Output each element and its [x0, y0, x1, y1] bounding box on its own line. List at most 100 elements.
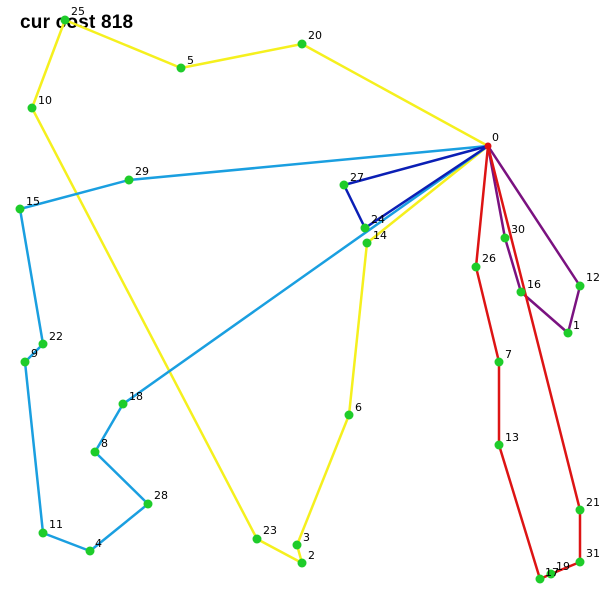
node-label-31: 31 [586, 547, 600, 560]
route-0-edge-6-14 [347, 241, 369, 417]
node-label-14: 14 [373, 229, 387, 242]
route-1-edge-29-15 [18, 178, 131, 211]
route-2-edge-27-24 [342, 183, 367, 230]
city-node-28 [143, 499, 153, 509]
city-node-12 [575, 281, 585, 291]
route-0-edge-20-5 [179, 42, 304, 70]
node-label-29: 29 [135, 165, 149, 178]
city-node-10 [27, 103, 37, 113]
city-node-4 [85, 546, 95, 556]
node-label-2: 2 [308, 549, 315, 562]
city-node-14 [362, 238, 372, 248]
route-1-edge-15-22 [18, 207, 45, 346]
node-label-6: 6 [355, 401, 362, 414]
node-label-12: 12 [586, 271, 600, 284]
city-node-1 [563, 328, 573, 338]
node-label-8: 8 [101, 437, 108, 450]
city-node-18 [118, 399, 128, 409]
route-4-edge-0-26 [474, 144, 490, 269]
city-node-31 [575, 557, 585, 567]
route-1-edge-18-0 [121, 144, 490, 406]
city-node-17 [535, 574, 545, 584]
node-label-3: 3 [303, 531, 310, 544]
route-0-edge-0-20 [300, 42, 490, 148]
node-label-19: 19 [556, 560, 570, 573]
route-4-edge-13-17 [497, 443, 542, 581]
route-4-edge-26-7 [474, 265, 501, 364]
node-label-18: 18 [129, 390, 143, 403]
route-3-edge-16-1 [519, 290, 570, 335]
node-label-30: 30 [511, 223, 525, 236]
city-node-7 [494, 357, 504, 367]
route-3-edge-12-0 [486, 144, 582, 288]
route-1-edge-28-8 [93, 450, 150, 506]
city-node-2 [297, 558, 307, 568]
route-4-edge-19-31 [549, 560, 582, 576]
cost-title: cur cost 818 [20, 12, 134, 33]
route-0-edge-23-2 [255, 537, 304, 565]
city-node-29 [124, 175, 134, 185]
node-label-0: 0 [492, 131, 499, 144]
nodes-layer [15, 15, 585, 584]
route-2-edge-24-0 [363, 144, 490, 230]
routes-layer [18, 18, 582, 581]
route-0-edge-10-23 [30, 106, 259, 541]
depot-node [484, 142, 492, 150]
route-4-edge-21-0 [486, 144, 582, 512]
node-label-13: 13 [505, 431, 519, 444]
node-label-16: 16 [527, 278, 541, 291]
route-0-edge-14-0 [365, 144, 490, 245]
city-node-22 [38, 339, 48, 349]
city-node-13 [494, 440, 504, 450]
node-label-25: 25 [71, 5, 85, 18]
node-label-10: 10 [38, 94, 52, 107]
labels-layer: 0123456789101112131415161718192021222324… [26, 5, 600, 579]
city-node-16 [516, 287, 526, 297]
city-node-15 [15, 204, 25, 214]
route-1-edge-8-18 [93, 402, 125, 454]
node-label-28: 28 [154, 489, 168, 502]
node-label-1: 1 [573, 319, 580, 332]
route-0-edge-5-25 [63, 18, 183, 70]
node-label-4: 4 [95, 537, 102, 550]
city-node-19 [546, 569, 556, 579]
city-node-11 [38, 528, 48, 538]
city-node-27 [339, 180, 349, 190]
city-node-30 [500, 233, 510, 243]
city-node-20 [297, 39, 307, 49]
route-1-edge-4-28 [88, 502, 150, 553]
city-node-5 [176, 63, 186, 73]
route-1-edge-11-4 [41, 531, 92, 553]
city-node-25 [60, 15, 70, 25]
route-2-edge-0-27 [342, 144, 490, 187]
node-label-9: 9 [31, 347, 38, 360]
node-label-24: 24 [371, 213, 385, 226]
route-1-edge-9-11 [23, 360, 45, 535]
route-0-edge-25-10 [30, 18, 67, 110]
node-label-7: 7 [505, 348, 512, 361]
city-node-23 [252, 534, 262, 544]
node-label-5: 5 [187, 54, 194, 67]
route-3-edge-1-12 [566, 284, 582, 335]
city-node-3 [292, 540, 302, 550]
node-label-22: 22 [49, 330, 63, 343]
route-3-edge-30-16 [503, 236, 523, 294]
node-label-23: 23 [263, 524, 277, 537]
node-label-11: 11 [49, 518, 63, 531]
node-label-20: 20 [308, 29, 322, 42]
city-node-6 [344, 410, 354, 420]
city-node-8 [90, 447, 100, 457]
city-node-26 [471, 262, 481, 272]
node-label-15: 15 [26, 195, 40, 208]
node-label-17: 17 [545, 566, 559, 579]
city-node-24 [360, 223, 370, 233]
node-label-27: 27 [350, 171, 364, 184]
route-0-edge-3-6 [295, 413, 351, 547]
route-1-edge-0-29 [127, 144, 490, 182]
city-node-9 [20, 357, 30, 367]
node-label-26: 26 [482, 252, 496, 265]
node-label-21: 21 [586, 496, 600, 509]
city-node-21 [575, 505, 585, 515]
